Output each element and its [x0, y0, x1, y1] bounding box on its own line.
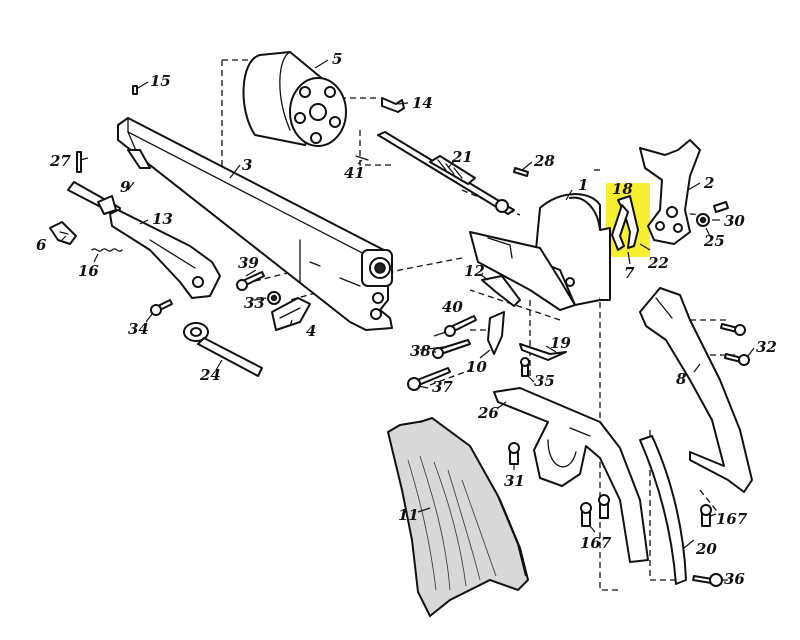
- label-11: 11: [398, 506, 419, 524]
- label-18: 18: [612, 180, 633, 198]
- label-38: 38: [410, 342, 431, 360]
- label-15: 15: [150, 72, 171, 90]
- label-19: 19: [550, 334, 571, 352]
- label-12: 12: [464, 262, 485, 280]
- part-167-screws-left: [581, 495, 609, 526]
- part-32-screws: [721, 324, 749, 365]
- label-13: 13: [152, 210, 173, 228]
- label-27: 27: [49, 152, 71, 170]
- label-25: 25: [703, 232, 725, 250]
- part-33-screw: [268, 292, 280, 304]
- part-1-frame: [470, 194, 610, 310]
- label-167-right: 167: [716, 510, 748, 528]
- part-20-grip-strap: [640, 436, 686, 584]
- label-26: 26: [477, 404, 499, 422]
- part-25-screw: [697, 214, 709, 226]
- part-27-pin: [77, 152, 81, 172]
- part-40-screw: [445, 316, 476, 336]
- part-24-ramrod: [184, 323, 262, 376]
- label-20: 20: [695, 540, 717, 558]
- label-24: 24: [199, 366, 221, 384]
- label-10: 10: [466, 358, 487, 376]
- label-22: 22: [647, 254, 669, 272]
- label-35: 35: [534, 372, 555, 390]
- label-21: 21: [451, 148, 473, 166]
- part-39-screw: [237, 272, 264, 290]
- part-36-screw: [693, 574, 722, 586]
- part-21-arbor: [378, 132, 514, 214]
- label-5: 5: [332, 50, 342, 68]
- label-39: 39: [238, 254, 259, 272]
- part-28-pin: [514, 168, 528, 176]
- label-34: 34: [128, 320, 149, 338]
- label-6: 6: [36, 236, 47, 254]
- part-10-trigger: [488, 312, 504, 354]
- label-16: 16: [78, 262, 99, 280]
- part-5-cylinder: [244, 52, 346, 146]
- label-40: 40: [442, 298, 463, 316]
- label-30: 30: [724, 212, 745, 230]
- part-167-screw-right: [701, 505, 711, 526]
- part-30-pin: [714, 202, 728, 212]
- label-36: 36: [724, 570, 745, 588]
- part-38-screw: [433, 340, 470, 358]
- part-9-loading-lever-latch: [68, 182, 120, 216]
- label-4: 4: [306, 322, 316, 340]
- part-14-pin: [382, 98, 404, 112]
- label-9: 9: [120, 178, 131, 196]
- label-14: 14: [412, 94, 433, 112]
- label-28: 28: [533, 152, 555, 170]
- label-167-left: 167: [580, 534, 612, 552]
- label-41: 41: [344, 164, 365, 182]
- label-2: 2: [703, 174, 714, 192]
- part-35-screw: [521, 358, 529, 376]
- part-15-pin: [133, 86, 137, 94]
- label-8: 8: [676, 370, 687, 388]
- part-16-spring: [92, 249, 122, 251]
- label-1: 1: [578, 176, 588, 194]
- label-31: 31: [504, 472, 525, 490]
- part-31-screw: [509, 443, 519, 464]
- label-37: 37: [432, 378, 453, 396]
- label-33: 33: [244, 294, 265, 312]
- label-7: 7: [624, 264, 635, 282]
- part-41-pin: [356, 156, 368, 160]
- label-3: 3: [242, 156, 252, 174]
- part-6-latch: [50, 222, 76, 244]
- part-34-screw: [151, 300, 172, 315]
- label-32: 32: [756, 338, 777, 356]
